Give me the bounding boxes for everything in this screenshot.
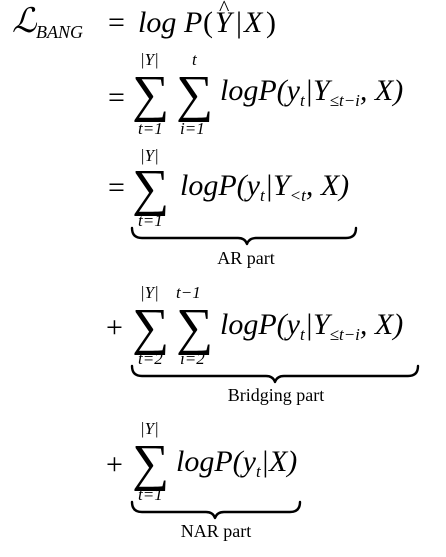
line3-sum1-upper: |Y| xyxy=(140,283,159,302)
line3-plus: + xyxy=(106,311,123,344)
line4-body-sub: t xyxy=(256,462,262,481)
line3-brace-label: Bridging part xyxy=(228,385,325,405)
line1-body: logP(yt|Y≤t−i, X) xyxy=(220,74,403,110)
line1-body-sub: t xyxy=(300,91,306,110)
line2-body: logP(yt|Y<t, X) xyxy=(180,169,349,205)
line4-plus: + xyxy=(106,448,123,481)
line2-brace-label: AR part xyxy=(217,248,275,268)
line3-body-main: logP(y xyxy=(220,308,301,341)
lhs-log: log xyxy=(138,6,176,39)
line4-sum-sigma: ∑ xyxy=(132,435,169,492)
script-l-symbol: ℒ xyxy=(12,3,38,40)
line4-body: logP(yt|X) xyxy=(176,445,297,481)
line2-equals: = xyxy=(108,171,125,204)
line1-sum1-upper: |Y| xyxy=(140,50,159,69)
lhs-p: P xyxy=(183,6,202,39)
line1-body-mid: |Y xyxy=(305,74,333,107)
lhs-y: Y xyxy=(215,6,235,39)
line2-body-mid: |Y xyxy=(265,169,293,202)
line1-body-main: logP(y xyxy=(220,74,301,107)
line4-body-main: logP(y xyxy=(176,445,257,478)
line4-body-end: |X) xyxy=(261,445,298,478)
line-2: = |Y| ∑ t=1 logP(yt|Y<t, X) AR part xyxy=(108,146,358,268)
line2-body-end: , X) xyxy=(306,169,349,202)
lhs-group: ℒ BANG = log P ( Y ^ | X ) xyxy=(12,0,276,42)
line4-underbrace xyxy=(130,500,302,520)
line3-sum2-upper: t−1 xyxy=(176,283,201,302)
line1-equals: = xyxy=(108,81,125,114)
lhs-y-hat: ^ xyxy=(219,0,230,20)
line3-body-sub: t xyxy=(300,325,306,344)
line2-sum-sigma: ∑ xyxy=(132,160,169,217)
lhs-x: X xyxy=(243,6,264,39)
line1-body-sub2: ≤t−i xyxy=(330,91,361,110)
line1-sum2-sigma: ∑ xyxy=(176,66,213,123)
line4-sum-lower: t=1 xyxy=(138,485,163,504)
line1-sum2-upper: t xyxy=(192,50,198,69)
lhs-bar: | xyxy=(236,6,242,39)
lhs-close-paren: ) xyxy=(266,6,276,39)
line3-sum1-lower: t=2 xyxy=(138,349,163,368)
line2-sum-lower: t=1 xyxy=(138,211,163,230)
line1-sum2-lower: i=1 xyxy=(180,119,205,138)
line2-sum-upper: |Y| xyxy=(140,146,159,165)
line2-underbrace xyxy=(130,226,358,246)
line2-body-sub2: <t xyxy=(290,186,307,205)
line2-body-sub: t xyxy=(260,186,266,205)
line3-sum1-sigma: ∑ xyxy=(132,299,169,356)
line-1: = |Y| ∑ t=1 t ∑ i=1 logP(yt|Y≤t−i, X) xyxy=(108,50,403,138)
line1-sum1-lower: t=1 xyxy=(138,119,163,138)
line1-sum1-sigma: ∑ xyxy=(132,66,169,123)
line3-sum2-sigma: ∑ xyxy=(176,299,213,356)
line3-body: logP(yt|Y≤t−i, X) xyxy=(220,308,403,344)
line3-underbrace xyxy=(130,364,420,384)
lhs-subscript-bang: BANG xyxy=(36,22,83,42)
line3-body-mid: |Y xyxy=(305,308,333,341)
line-3: + |Y| ∑ t=2 t−1 ∑ i=2 logP(yt|Y≤t−i, X) … xyxy=(106,283,420,405)
line1-body-end: , X) xyxy=(360,74,403,107)
line-4: + |Y| ∑ t=1 logP(yt|X) NAR part xyxy=(106,419,302,541)
lhs-open-paren: ( xyxy=(203,6,213,39)
line3-body-sub2: ≤t−i xyxy=(330,325,361,344)
line3-sum2-lower: i=2 xyxy=(180,349,205,368)
line4-brace-label: NAR part xyxy=(181,521,252,541)
line2-body-main: logP(y xyxy=(180,169,261,202)
line3-body-end: , X) xyxy=(360,308,403,341)
lhs-equals: = xyxy=(108,6,125,39)
line4-sum-upper: |Y| xyxy=(140,419,159,438)
